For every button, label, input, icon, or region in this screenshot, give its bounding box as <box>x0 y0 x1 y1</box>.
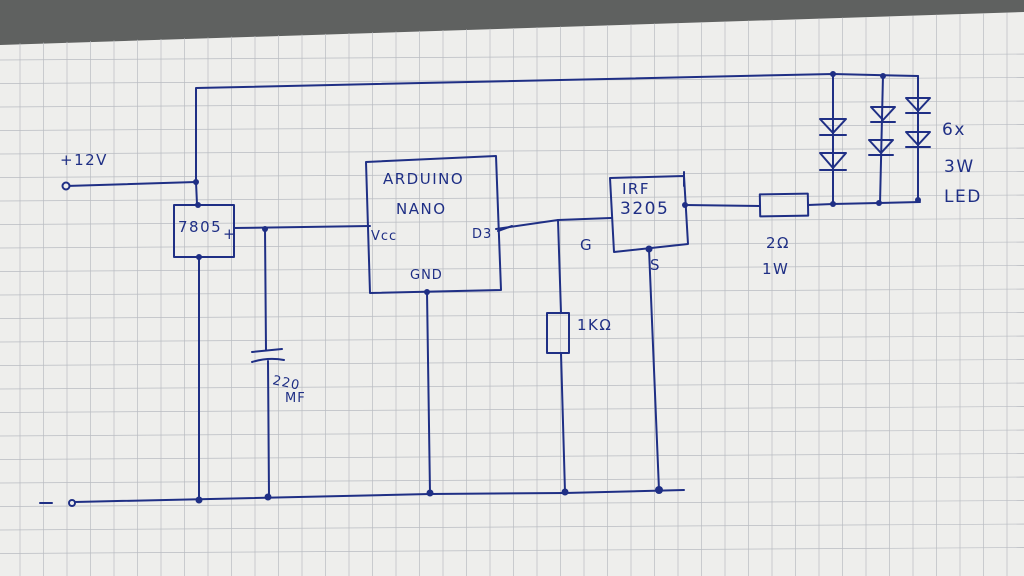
series-resistor-value-label: 2Ω <box>766 234 790 252</box>
led-diode-3 <box>870 106 896 123</box>
capacitor-value-label: 220 <box>271 373 301 393</box>
capacitor-220uf: 220 MF <box>251 348 306 498</box>
led-count-label: 6x <box>942 120 966 140</box>
vcc-pin-label: Vcc <box>371 229 397 244</box>
led-diode-6 <box>905 131 931 148</box>
regulator-7805: 7805 + <box>173 202 237 260</box>
arduino-label-line2: NANO <box>396 200 447 218</box>
gate-wiring <box>495 217 612 314</box>
d3-pin-label: D3 <box>472 227 492 242</box>
arduino-nano: ARDUINO NANO Vcc D3 GND <box>365 155 502 494</box>
gnd-pin-label: GND <box>410 268 443 283</box>
mosfet-label-line2: 3205 <box>620 199 669 219</box>
supply-label: +12V <box>60 151 108 169</box>
supply-wiring <box>61 73 919 205</box>
led-diode-2 <box>819 152 847 171</box>
series-resistor-power-label: 1W <box>762 260 789 278</box>
regulator-label: 7805 <box>178 218 222 236</box>
led-diode-4 <box>868 139 894 156</box>
series-resistor-2ohm: 2Ω 1W <box>684 192 921 278</box>
capacitor-unit-label: MF <box>285 391 306 406</box>
grid-lines <box>0 12 1024 576</box>
pulldown-resistor-1k: 1KΩ <box>546 312 612 493</box>
mosfet-label-line1: IRF <box>622 180 650 198</box>
source-pin-label: S <box>650 256 661 274</box>
arduino-label-line1: ARDUINO <box>383 170 464 188</box>
led-power-label: 3W <box>944 157 975 177</box>
led-array: 6x 3W LED <box>819 71 982 207</box>
vcc-wiring <box>233 225 371 351</box>
led-diode-1 <box>819 118 847 136</box>
graph-paper <box>0 12 1024 576</box>
led-type-label: LED <box>944 187 982 207</box>
pulldown-resistor-label: 1KΩ <box>577 316 612 334</box>
gate-pin-label: G <box>580 236 593 254</box>
led-diode-5 <box>905 97 931 114</box>
ground-rail <box>39 256 685 507</box>
regulator-plus-label: + <box>223 225 237 243</box>
